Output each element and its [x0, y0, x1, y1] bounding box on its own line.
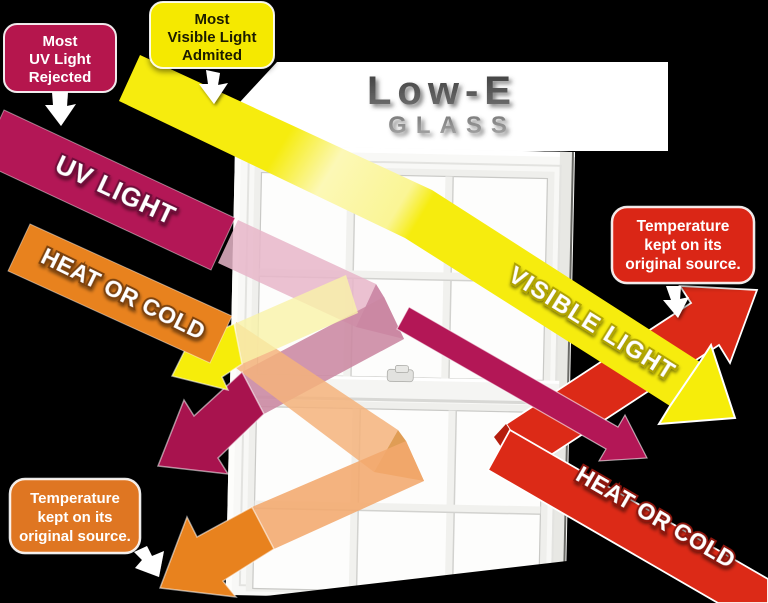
- callout-line: Temperature: [637, 218, 730, 235]
- uv-transmitted-arrow: [396, 306, 648, 462]
- callout-visible-admitted-box: [149, 1, 275, 69]
- title: Low-E GLASS: [367, 69, 517, 139]
- photo-background: [228, 62, 668, 151]
- visible-light-band: [119, 55, 700, 406]
- heat-ray-band: [7, 223, 233, 364]
- callout-line: original source.: [19, 528, 131, 545]
- callout-line: Admited: [182, 47, 242, 64]
- inside-glass-rays: [218, 220, 424, 549]
- heat-ray-inside: [236, 322, 398, 472]
- callout-temp-left: Temperature kept on its original source.: [8, 477, 142, 555]
- callout-line: kept on its: [37, 509, 112, 526]
- callout-line: Rejected: [29, 69, 92, 86]
- visible-callout-pointer-arrow-icon: [199, 70, 228, 104]
- callout-temp-left-box: [8, 477, 142, 555]
- callout-line: kept on its: [644, 237, 722, 254]
- heat-ray-reflected-inside: [252, 441, 424, 549]
- page-subtitle: GLASS: [388, 112, 516, 139]
- callout-line: Temperature: [30, 490, 120, 507]
- sash-lock-lever: [394, 365, 409, 374]
- uv-callout-pointer-arrow-icon: [45, 92, 76, 126]
- callout-line: UV Light: [29, 51, 91, 68]
- callout-temp-right: Temperature kept on its original source.: [610, 205, 756, 285]
- visible-light-arrowhead: [657, 342, 737, 426]
- uv-ray-band: [0, 109, 236, 271]
- heat-reflected-arrow: [158, 505, 275, 598]
- temp-right-callout-pointer-arrow-icon: [663, 286, 689, 318]
- temp-left-callout-pointer-arrow-icon: [134, 546, 164, 577]
- callout-line: Most: [43, 33, 78, 50]
- callout-line: Most: [195, 11, 230, 28]
- callout-visible-admitted: Most Visible Light Admited: [149, 1, 275, 69]
- heat-outside-band: [486, 428, 768, 603]
- callout-uv-rejected: Most UV Light Rejected: [3, 23, 117, 93]
- muntin-shadow: [451, 410, 458, 593]
- visible-ray-reflected-inside: [234, 275, 358, 364]
- callout-line: Visible Light: [168, 29, 257, 46]
- uv-reflected-arrow: [156, 370, 265, 475]
- callout-temp-right-box: [610, 205, 756, 285]
- photo-crop-wedge: [205, 556, 610, 603]
- callout-line: original source.: [625, 256, 740, 273]
- page-title: Low-E: [367, 69, 517, 113]
